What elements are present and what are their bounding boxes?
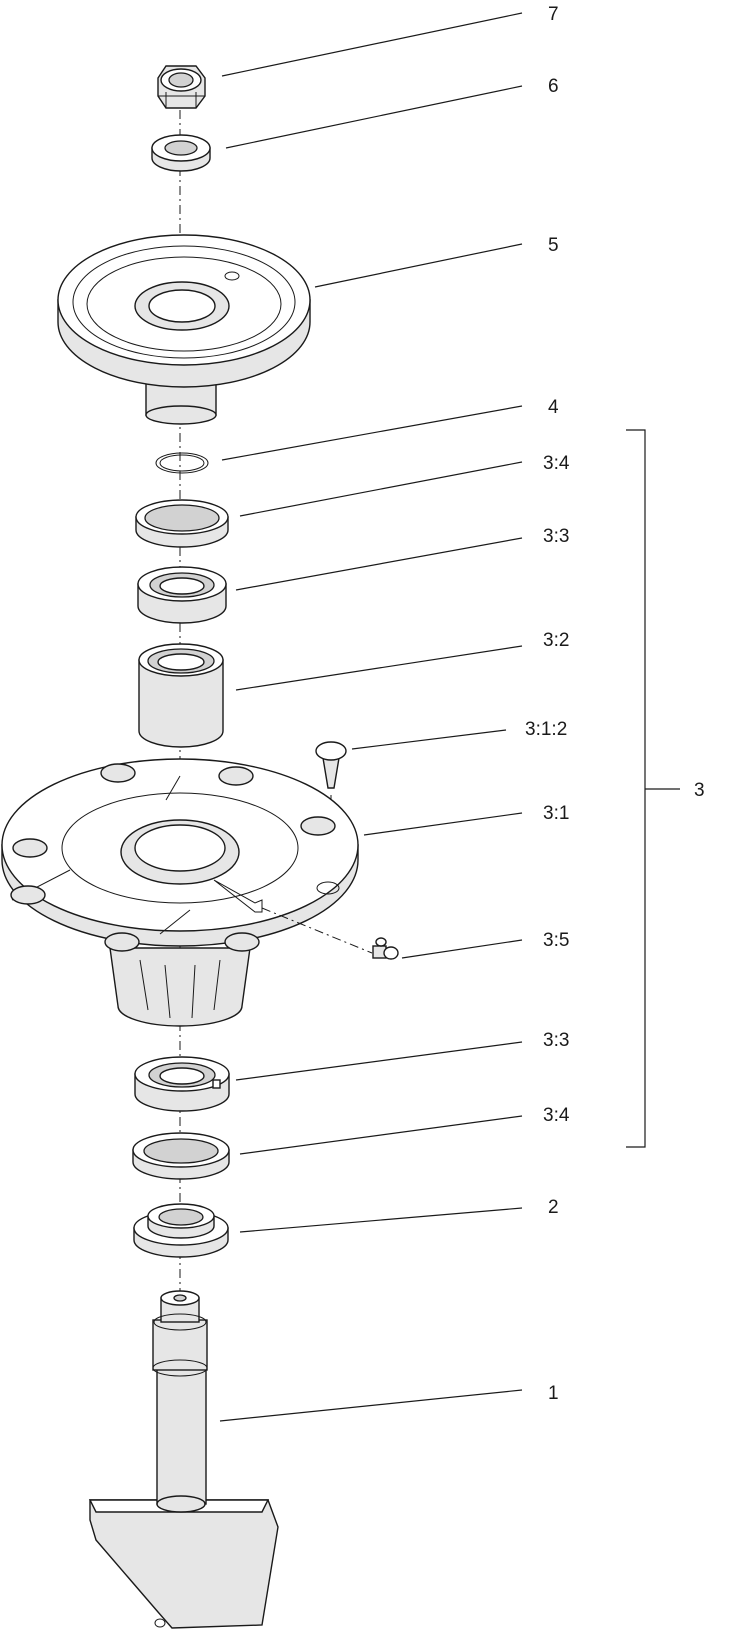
callout-3-3-bottom: 3:3	[543, 1030, 569, 1051]
callout-5: 5	[548, 235, 559, 256]
group-bracket-3	[626, 429, 680, 1148]
callout-3-3-top: 3:3	[543, 526, 569, 547]
callout-6: 6	[548, 76, 559, 97]
part-6-washer	[151, 134, 211, 172]
callout-3-4-bottom: 3:4	[543, 1105, 570, 1126]
part-3-1-housing	[1, 758, 373, 1027]
callout-3-1: 3:1	[543, 803, 569, 824]
part-3-4-seal-top	[135, 499, 229, 548]
callout-1: 1	[548, 1383, 559, 1404]
callout-3-5: 3:5	[543, 930, 569, 951]
part-7-hex-nut	[157, 65, 206, 109]
part-1-spindle	[88, 1290, 279, 1629]
callout-2: 2	[548, 1197, 559, 1218]
callout-3-group: 3	[694, 780, 705, 801]
part-3-4-seal-bottom	[132, 1132, 230, 1180]
callout-4: 4	[548, 397, 559, 418]
callout-3-2: 3:2	[543, 630, 569, 651]
part-4-o-ring	[155, 452, 209, 474]
part-5-pulley	[57, 234, 311, 425]
part-3-3-bearing-bottom	[134, 1056, 230, 1112]
callout-7: 7	[548, 4, 559, 25]
leader-lines	[219, 12, 523, 1422]
callout-3-4-top: 3:4	[543, 453, 570, 474]
part-3-3-bearing-top	[137, 566, 227, 624]
part-3-5-grease-fitting	[372, 937, 399, 960]
callout-3-1-2: 3:1:2	[525, 719, 567, 740]
part-3-2-spacer	[138, 643, 224, 748]
part-2-seal	[133, 1203, 229, 1258]
